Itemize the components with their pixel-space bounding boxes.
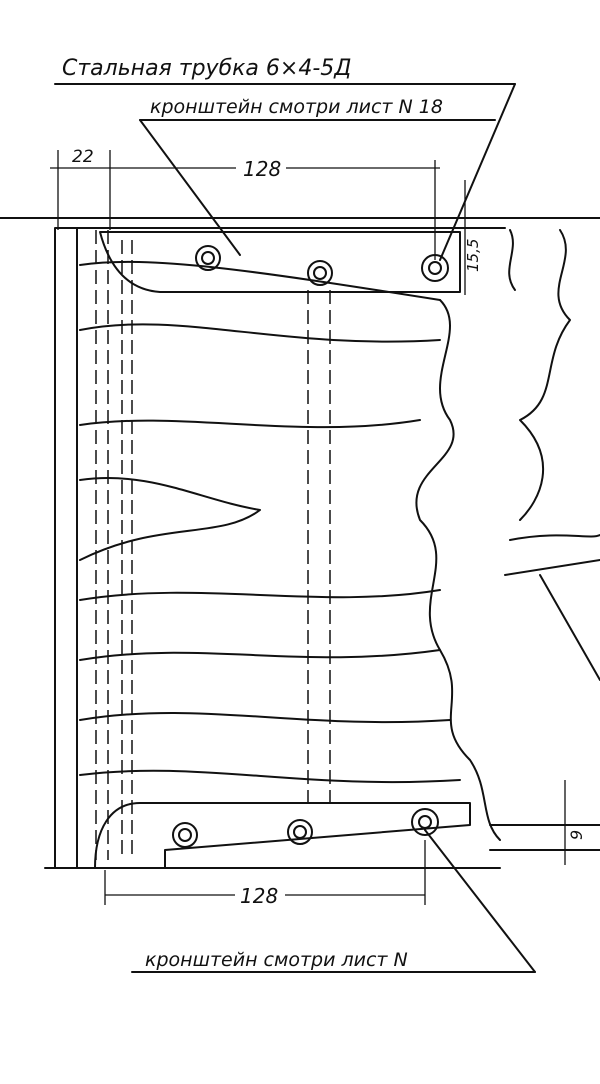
rivet-icon	[287, 819, 313, 845]
dim-22: 22	[72, 147, 94, 167]
spar-body	[0, 217, 600, 869]
wood-grain	[79, 229, 600, 841]
bracket-top-label: кронштейн смотри лист N 18	[150, 96, 443, 118]
top-bracket	[99, 231, 461, 293]
tube-label: Стальная трубка 6×4-5Д	[62, 56, 351, 81]
bracket-top-leader	[139, 119, 241, 256]
bottom-dimensions: 128 9	[104, 780, 586, 908]
dim-9: 9	[567, 830, 586, 840]
dim-15-5: 15,5	[464, 239, 482, 272]
rivet-icon	[172, 822, 198, 848]
tube-leader	[439, 83, 516, 261]
rivet-icon	[195, 245, 221, 271]
dim-128-bottom: 128	[240, 884, 278, 908]
top-dimensions: 22 128 15,5	[50, 147, 482, 295]
dim-128-top: 128	[243, 157, 281, 181]
rivet-icon	[421, 254, 449, 282]
bracket-bottom-label: кронштейн смотри лист N	[145, 949, 408, 971]
bracket-bottom-leader	[424, 829, 536, 973]
rivet-icon	[411, 808, 439, 836]
rivet-icon	[307, 260, 333, 286]
bottom-bracket	[94, 802, 600, 869]
